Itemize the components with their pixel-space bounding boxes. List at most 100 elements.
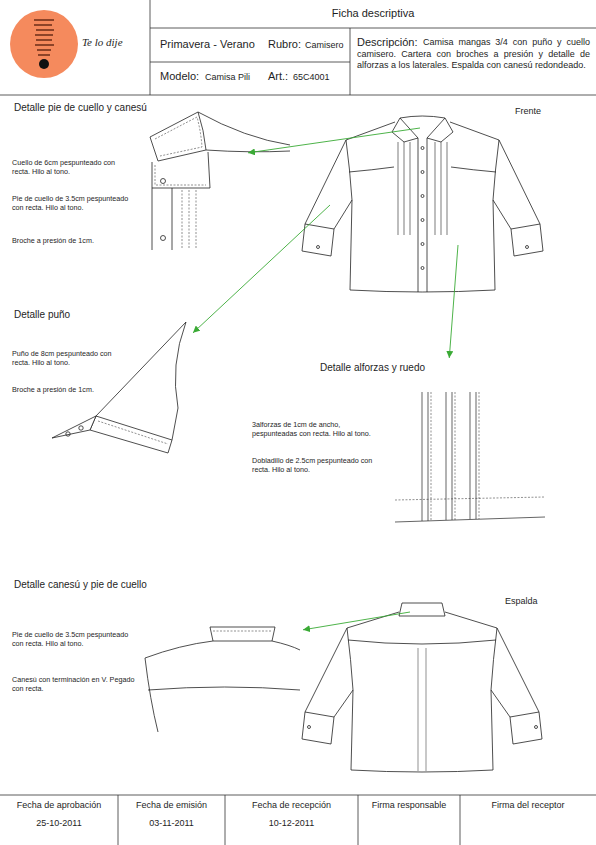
front-shirt-stroke <box>346 122 499 140</box>
back-shirt-stroke <box>308 726 311 729</box>
detail-panel: Detalle puñoPuño de 8cm pespunteado con … <box>8 305 193 453</box>
header-field: 65C4001 <box>293 72 348 83</box>
back-shirt-stroke <box>491 628 539 717</box>
detail-heading: Detalle pie de cuello y canesú <box>14 102 214 115</box>
logo-stroke <box>10 10 78 78</box>
spec-note: Canesú con terminación en V. Pegado con … <box>12 675 137 693</box>
spec-note: 3alforzas de 1cm de ancho, pespunteadas … <box>252 420 387 438</box>
front-shirt-stroke <box>421 195 424 198</box>
callout-arrow <box>248 128 420 153</box>
pleat-hem-detail-stroke <box>431 392 479 521</box>
collar-detail-stroke <box>150 112 206 161</box>
spec-note: Broche a presión de 1cm. <box>12 385 112 394</box>
yoke-detail-stroke <box>213 631 272 632</box>
table-frame-stroke <box>0 0 596 95</box>
cuff-detail-stroke <box>79 426 83 430</box>
front-shirt-stroke <box>421 243 424 246</box>
front-shirt-stroke <box>305 140 352 229</box>
yoke-detail-stroke <box>145 641 300 658</box>
collar-detail-stroke <box>152 152 210 188</box>
collar-detail-stroke <box>161 179 166 184</box>
header-field: Camisa mangas 3/4 con puño y cuello cami… <box>357 37 590 72</box>
yoke-detail-stroke <box>148 687 300 690</box>
detail-heading: Detalle puño <box>14 309 134 322</box>
callout-arrow <box>303 612 410 630</box>
back-shirt-stroke <box>347 628 497 690</box>
logo-stroke <box>39 59 49 69</box>
spec-note: Puño de 8cm pespunteado con recta. Hilo … <box>12 349 112 367</box>
table-cell: Fecha de emisión <box>118 800 225 811</box>
spec-note: Pie de cuello de 3.5cm pespunteado con r… <box>12 630 137 648</box>
back-shirt <box>302 603 542 772</box>
detail-heading: Frente <box>515 106 560 117</box>
spec-note: Broche a presión de 1cm. <box>12 236 130 245</box>
table-frame-stroke <box>0 795 596 845</box>
header-field: Camisa Pili <box>205 72 265 83</box>
front-shirt-stroke <box>526 246 529 249</box>
header-field: Rubro: <box>268 38 304 52</box>
spec-note: Pie de cuello de 3.5cm pespunteado con r… <box>12 194 130 212</box>
detail-heading: Detalle alforzas y ruedo <box>320 362 470 375</box>
detail-panel: Detalle pie de cuello y canesúCuello de … <box>8 100 248 250</box>
table-cell: Firma del receptor <box>460 800 596 811</box>
collar-detail-stroke <box>161 236 166 241</box>
collar-detail <box>150 112 290 250</box>
table-cell: Fecha de recepción <box>225 800 358 811</box>
front-shirt-stroke <box>421 219 424 222</box>
front-shirt-stroke <box>346 140 499 200</box>
detail-panel: Detalle canesú y pie de cuelloPie de cue… <box>8 575 303 705</box>
front-shirt-stroke <box>511 224 543 256</box>
collar-detail-stroke <box>198 112 290 152</box>
view-figure: Espalda <box>300 590 570 772</box>
collar-detail-stroke <box>182 190 196 248</box>
front-shirt-stroke <box>421 267 424 270</box>
back-shirt-stroke <box>418 648 426 771</box>
table-cell: Fecha de aprobación <box>0 800 118 811</box>
back-shirt-stroke <box>347 612 497 628</box>
back-shirt-stroke <box>351 690 493 772</box>
front-shirt <box>302 116 543 292</box>
table-cell: 03-11-2011 <box>118 818 225 829</box>
header-field: Primavera - Verano <box>160 38 266 52</box>
front-shirt-stroke <box>398 142 447 235</box>
front-shirt-stroke <box>349 167 496 172</box>
yoke-detail-stroke <box>145 658 158 732</box>
yoke-detail-stroke <box>210 627 275 641</box>
cuff-detail-stroke <box>90 416 172 453</box>
spec-note: Dobladillo de 2.5cm pespunteado con rect… <box>252 456 387 474</box>
front-shirt-stroke <box>302 224 334 256</box>
header-field: Descripción: <box>357 36 427 50</box>
front-shirt-stroke <box>418 138 427 292</box>
header-field: Camisero <box>305 40 349 51</box>
sheet-title: Ficha descriptiva <box>150 7 596 21</box>
yoke-detail <box>145 627 300 732</box>
table-cell: 10-12-2011 <box>225 818 358 829</box>
spec-note: Cuello de 6cm pespunteado con recta. Hil… <box>12 158 130 176</box>
pleat-hem-detail-stroke <box>422 392 476 521</box>
front-shirt-stroke <box>421 171 424 174</box>
cuff-detail-stroke <box>98 421 168 444</box>
back-shirt-stroke <box>302 712 334 744</box>
logo <box>10 10 78 78</box>
collar-detail-stroke <box>155 165 206 185</box>
collar-detail-stroke <box>155 117 202 156</box>
back-shirt-stroke <box>348 640 496 644</box>
back-shirt-stroke <box>305 628 353 717</box>
table-cell: 25-10-2011 <box>0 818 118 829</box>
collar-detail-stroke <box>152 188 172 250</box>
back-shirt-stroke <box>510 712 542 744</box>
detail-heading: Detalle canesú y pie de cuello <box>14 579 234 592</box>
cuff-detail-stroke <box>52 416 96 438</box>
front-shirt-stroke <box>350 200 495 292</box>
cuff-detail-stroke <box>66 432 70 436</box>
front-shirt-stroke <box>400 116 445 118</box>
front-shirt-stroke <box>400 118 445 138</box>
detail-panel: Detalle alforzas y ruedo 3alforzas de 1cm… <box>248 358 548 533</box>
callout-arrow <box>193 205 330 333</box>
header-field: Modelo: <box>160 70 204 84</box>
table-cell: Firma responsable <box>358 800 460 811</box>
pleat-hem-detail-stroke <box>395 517 545 522</box>
header-field: Art.: <box>268 70 292 84</box>
